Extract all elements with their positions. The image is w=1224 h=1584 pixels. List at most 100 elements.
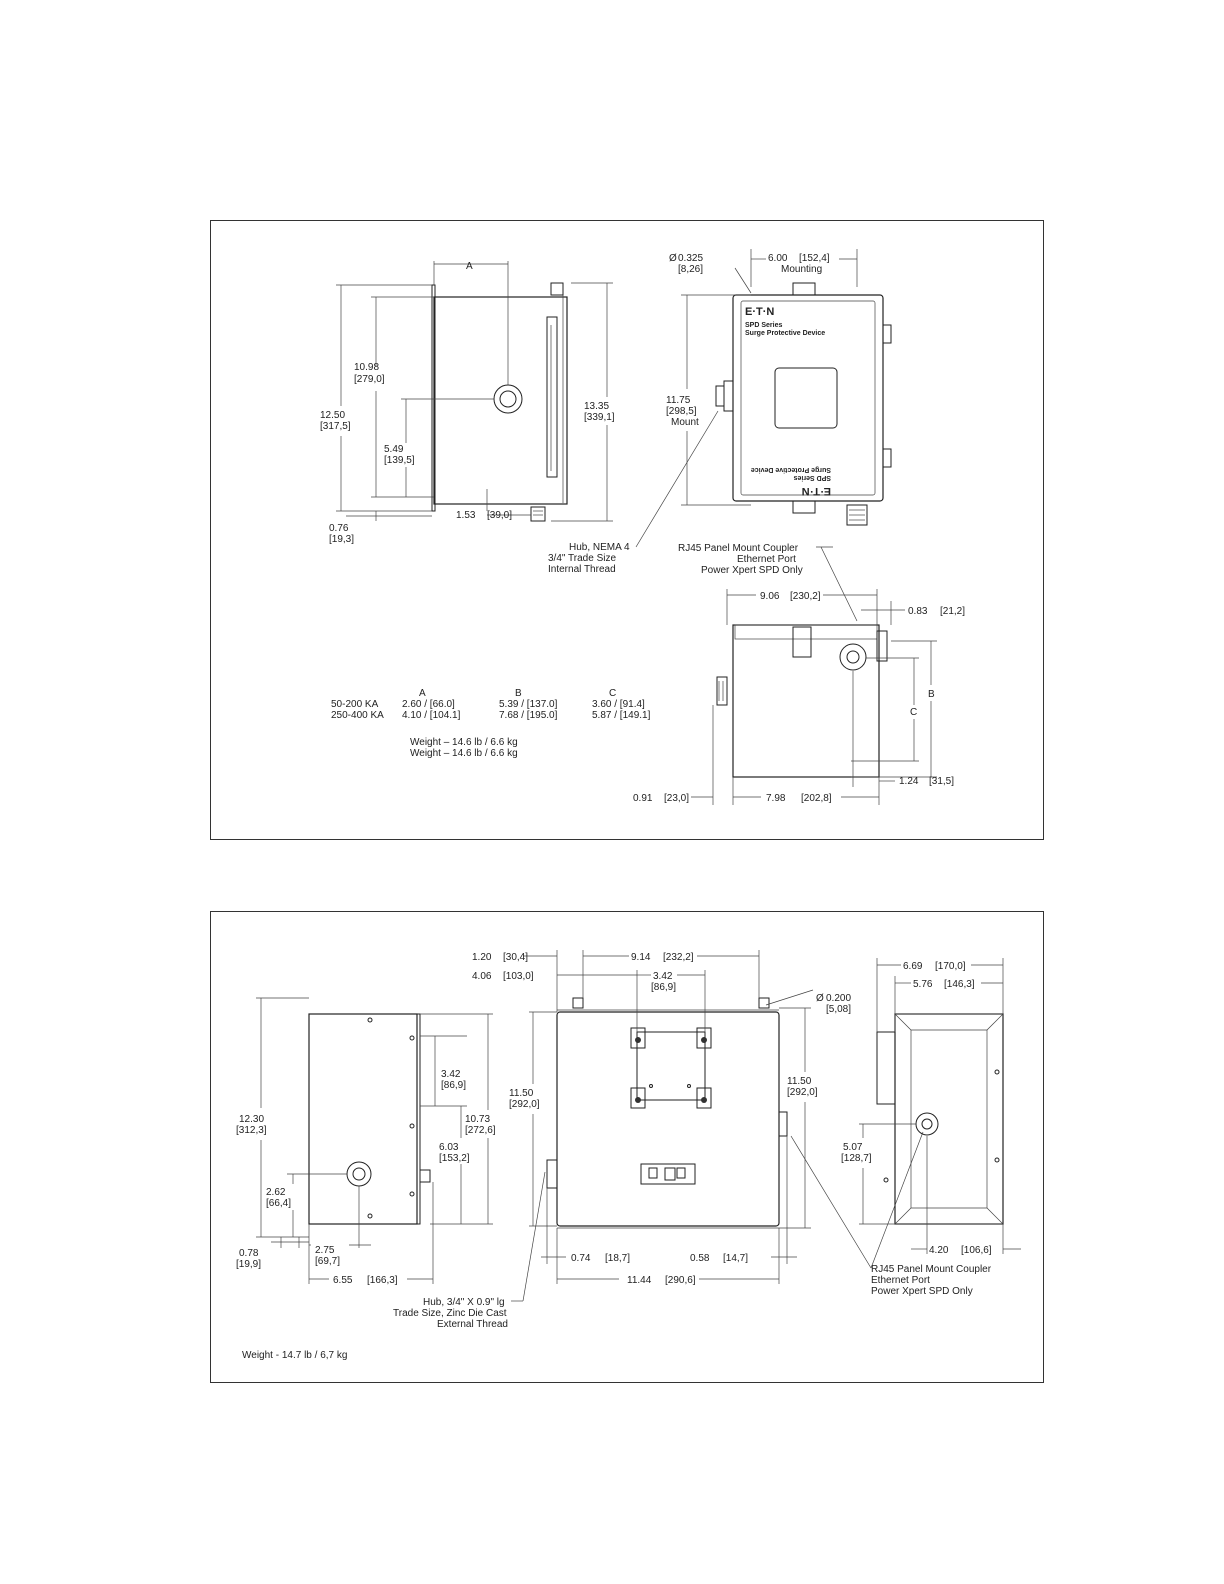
dim-hole-diameter: 0.325 <box>678 253 703 264</box>
dim-9-14: 9.14 <box>631 952 651 963</box>
dim-2-62-mm: [66,4] <box>266 1198 291 1209</box>
front-display-window <box>774 367 838 429</box>
dim-0-91: 0.91 <box>633 793 653 804</box>
dim-12-30-mm: [312,3] <box>236 1125 267 1136</box>
table-row-1-rating: 50-200 KA <box>331 699 379 710</box>
dim-11-44: 11.44 <box>627 1275 652 1286</box>
dim-11-50-left-mm: [292,0] <box>509 1099 540 1110</box>
dim-11-50-left: 11.50 <box>509 1088 534 1099</box>
front-device-series-inverted: SPD Series <box>794 474 831 481</box>
side-mounting-flange <box>431 284 436 512</box>
front-bottom-mount-tab <box>792 500 816 514</box>
dim-hole-0-200: 0.200 <box>826 993 851 1004</box>
rj45-right-label-line2: Ethernet Port <box>871 1275 930 1286</box>
dim-11-50-right: 11.50 <box>787 1076 812 1087</box>
dim-0-58-mm: [14,7] <box>723 1253 748 1264</box>
hub-label-line3: Internal Thread <box>548 564 616 575</box>
dim-5-76: 5.76 <box>913 979 933 990</box>
dim-6-69: 6.69 <box>903 961 923 972</box>
hub-label-line1: Hub, NEMA 4 <box>569 542 630 553</box>
dim-1-53-mm: [39,0] <box>487 510 512 521</box>
weight-line-1: Weight – 14.6 lb / 6.6 kg <box>410 737 518 748</box>
dim-0-74-mm: [18,7] <box>605 1253 630 1264</box>
dim-10-73: 10.73 <box>465 1114 490 1125</box>
dim-1-20-mm: [30,4] <box>503 952 528 963</box>
front-device-name: Surge Protective Device <box>745 330 825 337</box>
left-side-tab <box>419 1169 431 1183</box>
dim-0-58: 0.58 <box>690 1253 710 1264</box>
dim-1-53: 1.53 <box>456 510 476 521</box>
side-latch-top <box>550 282 564 296</box>
front-side-hub <box>715 385 725 407</box>
dim-4-20-mm: [106,6] <box>961 1245 992 1256</box>
table-header-C: C <box>609 688 616 699</box>
top-drawing: A 12.50 [317,5] 10.98 [279,0] 5.49 [139,… <box>320 249 965 805</box>
dim-3-42-left-mm: [86,9] <box>441 1080 466 1091</box>
front-view: E·T·N SPD Series Surge Protective Device… <box>666 249 892 622</box>
dim-2-75: 2.75 <box>315 1245 335 1256</box>
dim-6-00-mm: [152,4] <box>799 253 830 264</box>
side-view: A 12.50 [317,5] 10.98 [279,0] 5.49 [139,… <box>320 261 719 575</box>
dim-label-A: A <box>466 261 473 272</box>
front-logo-inverted: E·T·N <box>802 485 831 497</box>
hub-zinc-label-line2: Trade Size, Zinc Die Cast <box>393 1308 507 1319</box>
bottom-view: 9.06 [230,2] 0.83 [21,2] B C 1.24 [31,5]… <box>633 589 965 805</box>
dim-1-24: 1.24 <box>899 776 919 787</box>
dim-6-00: 6.00 <box>768 253 788 264</box>
dim-7-98-mm: [202,8] <box>801 793 832 804</box>
dim-12-50: 12.50 <box>320 410 345 421</box>
rj45-right-label-line1: RJ45 Panel Mount Coupler <box>871 1264 992 1275</box>
rj45-label-line3: Power Xpert SPD Only <box>701 565 803 576</box>
dim-hole-0-200-symbol: Ø <box>816 993 824 1004</box>
dim-0-76: 0.76 <box>329 523 349 534</box>
bottom-side-hub <box>716 676 728 706</box>
dim-13-35: 13.35 <box>584 401 609 412</box>
dim-6-55: 6.55 <box>333 1275 353 1286</box>
dim-4-06-mm: [103,0] <box>503 971 534 982</box>
dim-5-07: 5.07 <box>843 1142 863 1153</box>
dim-label-B: B <box>928 689 935 700</box>
side-knockout-inner <box>499 390 517 408</box>
bottom-drawing-panel: 12.30 [312,3] 3.42 [86,9] 10.73 [272,6] … <box>210 911 1044 1383</box>
right-side-flange <box>876 1031 896 1105</box>
side-door-hinge-strip <box>546 316 558 478</box>
dim-5-49-mm: [139,5] <box>384 455 415 466</box>
dim-hole-0-200-mm: [5,08] <box>826 1004 851 1015</box>
dim-12-50-mm: [317,5] <box>320 421 351 432</box>
dim-9-06: 9.06 <box>760 591 780 602</box>
dim-10-98: 10.98 <box>354 362 379 373</box>
dim-0-78-mm: [19,9] <box>236 1259 261 1270</box>
dim-2-62: 2.62 <box>266 1187 286 1198</box>
dim-hole-diameter-mm: [8,26] <box>678 264 703 275</box>
bottom-latch <box>876 630 888 662</box>
dimension-table: A B C 50-200 KA 2.60 / [66.0] 5.39 / [13… <box>331 688 651 759</box>
dim-4-06: 4.06 <box>472 971 492 982</box>
dim-10-98-mm: [279,0] <box>354 374 385 385</box>
top-drawing-panel: A 12.50 [317,5] 10.98 [279,0] 5.49 [139,… <box>210 220 1044 840</box>
right-enclosure-body <box>894 1013 1004 1225</box>
center-left-hub <box>546 1159 558 1189</box>
table-row-1-b: 5.39 / [137.0] <box>499 699 558 710</box>
dim-7-98: 7.98 <box>766 793 786 804</box>
dim-3-42-center-mm: [86,9] <box>651 982 676 993</box>
table-row-1-c: 3.60 / [91.4] <box>592 699 645 710</box>
rj45-label-line2: Ethernet Port <box>737 554 796 565</box>
rj45-label-line1: RJ45 Panel Mount Coupler <box>678 543 799 554</box>
dim-1-20: 1.20 <box>472 952 492 963</box>
front-device-series: SPD Series <box>745 322 782 329</box>
dim-6-03: 6.03 <box>439 1142 459 1153</box>
side-hub-fitting <box>530 506 546 522</box>
dim-hole-diameter-symbol: Ø <box>669 253 677 264</box>
dim-2-75-mm: [69,7] <box>315 1256 340 1267</box>
table-row-2-a: 4.10 / [104.1] <box>402 710 461 721</box>
dim-11-44-mm: [290,6] <box>665 1275 696 1286</box>
bottom-mount-tab <box>792 626 812 658</box>
rj45-right-label-line3: Power Xpert SPD Only <box>871 1286 973 1297</box>
hub-label-line2: 3/4" Trade Size <box>548 553 616 564</box>
left-side-view: 12.30 [312,3] 3.42 [86,9] 10.73 [272,6] … <box>236 997 546 1330</box>
table-row-2-b: 7.68 / [195.0] <box>499 710 558 721</box>
dim-13-35-mm: [339,1] <box>584 412 615 423</box>
center-rear-view: 1.20 [30,4] 9.14 [232,2] 4.06 [103,0] 3.… <box>472 950 851 1286</box>
front-device-name-inverted: Surge Protective Device <box>751 466 831 473</box>
bottom-weight-note: Weight - 14.7 lb / 6,7 kg <box>242 1350 347 1361</box>
